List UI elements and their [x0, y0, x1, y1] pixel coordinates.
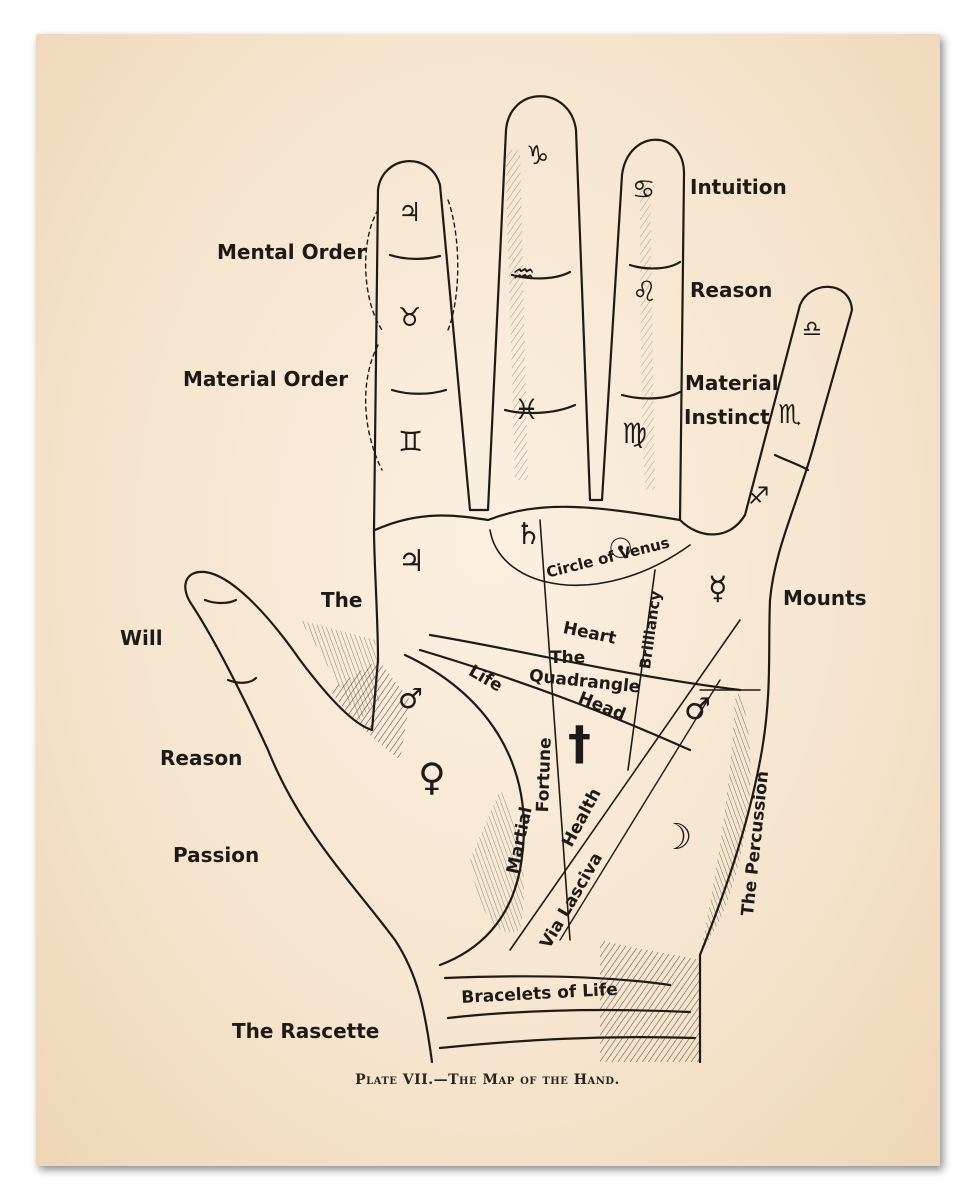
mercury-icon: ☿ [708, 569, 728, 607]
plate-caption: Plate VII.—The Map of the Hand. [0, 1072, 975, 1088]
head-line [418, 648, 692, 752]
sagittarius-icon: ♐ [748, 482, 770, 510]
health-line [509, 619, 741, 951]
label-the-rascette: The Rascette [232, 1019, 380, 1043]
label-fortune: Fortune [533, 737, 556, 813]
mars-upper-icon: ♂ [684, 692, 711, 727]
cancer-icon: ♋ [632, 175, 656, 205]
caption-plate: Plate VII. [355, 1072, 434, 1088]
saturn-icon: ♄ [515, 517, 542, 552]
hand-outline [184, 95, 854, 1064]
sun-icon: ☉ [608, 532, 634, 565]
dagger-icon: † [568, 716, 591, 770]
caption-title: The Map of the Hand. [448, 1072, 620, 1088]
virgo-icon: ♍ [622, 417, 648, 450]
label-material-order: Material Order [183, 367, 349, 391]
pisces-icon: ♓ [514, 393, 540, 426]
capricorn-icon: ♑ [526, 141, 550, 171]
libra-icon: ♎ [802, 317, 822, 342]
mars-lower-icon: ♂ [398, 682, 424, 715]
leo-icon: ♌ [632, 275, 658, 308]
label-the: The [321, 588, 363, 612]
label-the-quadrangle-the: The [550, 648, 586, 668]
aquarius-icon: ♒ [512, 260, 536, 290]
venus-icon: ♀ [418, 755, 446, 799]
gemini-icon: ♊ [398, 425, 424, 458]
label-reason-left: Reason [160, 746, 243, 770]
label-mounts: Mounts [783, 586, 867, 610]
via-lasciva-line [559, 679, 721, 941]
heart-line [428, 633, 742, 692]
jupiter-finger-icon: ♃ [398, 198, 422, 228]
taurus-icon: ♉ [398, 303, 422, 333]
label-instinct: Instinct [684, 405, 770, 429]
caption-dash: — [433, 1072, 449, 1088]
label-mental-order: Mental Order [217, 240, 367, 264]
label-will: Will [120, 626, 163, 650]
label-material: Material [685, 371, 779, 395]
brilliancy-line [627, 569, 656, 771]
moon-icon: ☽ [660, 817, 693, 858]
jupiter-mount-icon: ♃ [398, 544, 425, 579]
label-reason-right: Reason [690, 278, 773, 302]
label-intuition: Intuition [690, 175, 787, 199]
scorpio-icon: ♏ [778, 400, 802, 430]
life-line [403, 653, 525, 967]
label-passion: Passion [173, 843, 260, 867]
